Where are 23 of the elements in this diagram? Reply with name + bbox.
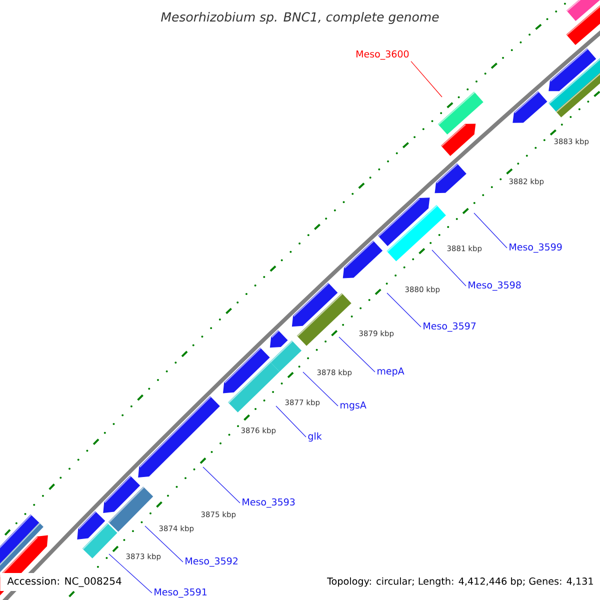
leader-line — [302, 372, 338, 406]
leader-line — [108, 554, 152, 594]
gene-label: glk — [308, 432, 322, 442]
gene-label: Meso_3600 — [356, 50, 409, 60]
gene-label: Meso_3591 — [154, 588, 207, 598]
leader-line — [144, 526, 184, 562]
leader-line — [410, 61, 442, 98]
accession-label: Accession: NC_008254 — [0, 573, 129, 591]
gene-label: mgsA — [340, 402, 366, 410]
gene-label: Meso_3593 — [242, 498, 295, 508]
gene-label: mepA — [378, 368, 404, 376]
genome-info-label: Topology: circular; Length: 4,412,446 bp; Genes: 4,131 — [321, 573, 600, 591]
leader-line — [432, 250, 466, 286]
gene-label: Meso_3599 — [510, 243, 562, 253]
gene-label: Meso_3598 — [468, 281, 521, 291]
gene-label: Meso_3597 — [424, 322, 476, 332]
leader-line — [202, 466, 240, 504]
gene-label: Meso_3592 — [186, 557, 238, 567]
leader-line — [276, 406, 306, 438]
title: Mesorhizobium sp. BNC1, complete genome — [161, 12, 439, 24]
leader-line — [474, 212, 508, 248]
leader-line — [338, 336, 376, 372]
leader-line — [386, 292, 422, 328]
